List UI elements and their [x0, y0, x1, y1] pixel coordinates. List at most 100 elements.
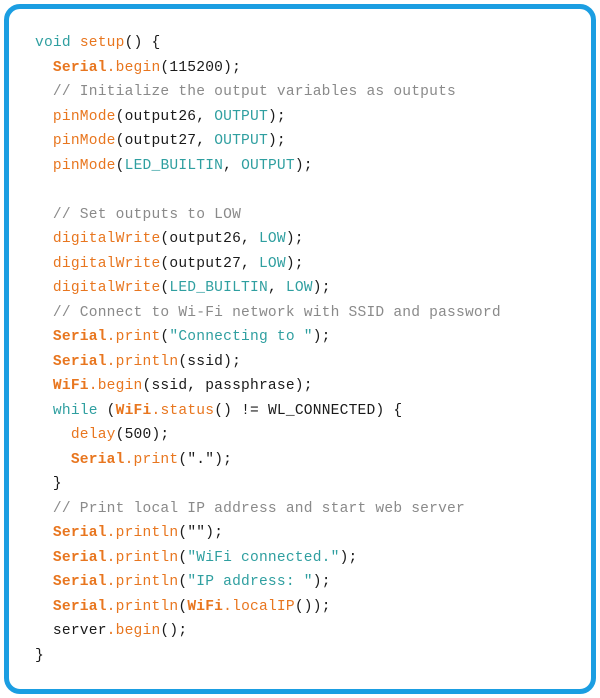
- code-token-comment: // Print local IP address and start web …: [52, 500, 465, 517]
- code-token-plain: [35, 378, 53, 394]
- code-token-plain: (: [178, 598, 188, 615]
- code-token-func: digitalWrite: [52, 255, 161, 272]
- code-token-object: Serial: [52, 353, 107, 370]
- code-token-object: Serial: [52, 549, 107, 566]
- code-token-plain: (output26,: [160, 231, 259, 247]
- code-listing: void setup() { Serial.begin(115200); // …: [9, 9, 591, 678]
- code-line: // Set outputs to LOW: [35, 203, 581, 228]
- code-line: Serial.println("WiFi connected.");: [35, 546, 581, 571]
- code-token-plain: [35, 84, 53, 100]
- code-token-plain: (500);: [115, 427, 170, 443]
- code-token-plain: );: [312, 329, 331, 345]
- code-token-object: Serial: [52, 59, 107, 76]
- code-token-object: WiFi: [115, 402, 152, 419]
- code-token-plain: );: [205, 525, 224, 541]
- code-token-plain: [35, 452, 71, 468]
- code-token-object: Serial: [52, 525, 107, 541]
- code-token-plain: [35, 60, 53, 76]
- code-token-plain: );: [267, 133, 286, 149]
- code-token-plain: [35, 403, 53, 419]
- code-token-plain: ,: [267, 280, 286, 296]
- code-line: Serial.println("");: [35, 521, 581, 546]
- code-token-object: Serial: [52, 329, 107, 345]
- code-token-plain: () != WL_CONNECTED) {: [214, 402, 403, 419]
- code-line: digitalWrite(LED_BUILTIN, LOW);: [35, 276, 581, 301]
- code-token-func: pinMode: [52, 133, 116, 149]
- code-line: // Print local IP address and start web …: [35, 497, 581, 522]
- code-line: pinMode(output26, OUTPUT);: [35, 105, 581, 130]
- code-token-plain: [35, 305, 53, 321]
- code-token-plain: (ssid, passphrase);: [142, 378, 313, 394]
- code-line: }: [35, 472, 581, 497]
- code-token-plain: (: [97, 402, 116, 419]
- code-line: }: [35, 644, 581, 669]
- code-line: Serial.println("IP address: ");: [35, 570, 581, 595]
- code-token-object: WiFi: [187, 598, 224, 615]
- code-token-plain: );: [285, 255, 304, 272]
- code-token-method: .begin: [106, 623, 161, 639]
- code-snippet-card: void setup() { Serial.begin(115200); // …: [4, 4, 596, 694]
- code-token-method: .println: [106, 525, 179, 541]
- code-line: [35, 178, 581, 203]
- code-line: digitalWrite(output27, LOW);: [35, 252, 581, 277]
- code-token-plain: [35, 256, 53, 272]
- code-token-method: .begin: [88, 378, 143, 394]
- code-token-const: LOW: [258, 255, 286, 272]
- code-token-comment: // Connect to Wi-Fi network with SSID an…: [52, 304, 501, 321]
- code-token-plain: (: [160, 280, 170, 296]
- code-token-string: "Connecting to ": [169, 329, 313, 345]
- code-token-plain: ();: [160, 623, 188, 639]
- code-token-func: digitalWrite: [52, 280, 161, 296]
- code-line: Serial.println(WiFi.localIP());: [35, 595, 581, 620]
- code-token-string: "IP address: ": [187, 574, 313, 590]
- code-line: Serial.print(".");: [35, 448, 581, 473]
- code-token-plain: () {: [124, 35, 161, 51]
- code-token-keyword: void: [35, 35, 71, 51]
- code-token-method: .println: [106, 598, 179, 615]
- code-token-func: setup: [79, 35, 125, 51]
- code-token-plain: (: [178, 525, 188, 541]
- code-line: // Initialize the output variables as ou…: [35, 80, 581, 105]
- code-token-method: .localIP: [223, 598, 295, 615]
- code-token-string-dark: "": [187, 525, 206, 541]
- code-token-plain: [35, 354, 53, 370]
- code-line: Serial.print("Connecting to ");: [35, 325, 581, 350]
- code-token-method: .print: [124, 451, 179, 468]
- code-token-const: LED_BUILTIN: [124, 157, 224, 174]
- code-token-plain: [35, 550, 53, 566]
- code-token-string: "WiFi connected.": [187, 549, 340, 566]
- code-token-plain: ());: [294, 598, 331, 615]
- code-token-plain: [35, 109, 53, 125]
- code-token-plain: [35, 158, 53, 174]
- code-token-func: pinMode: [52, 157, 116, 174]
- code-token-method: .print: [106, 329, 161, 345]
- code-token-const: OUTPUT: [214, 108, 268, 125]
- code-token-plain: (: [178, 549, 188, 566]
- code-token-const: OUTPUT: [214, 133, 268, 149]
- code-token-plain: (: [115, 157, 125, 174]
- code-token-const: OUTPUT: [241, 157, 295, 174]
- code-token-plain: (output27,: [115, 133, 215, 149]
- code-line: Serial.println(ssid);: [35, 350, 581, 375]
- code-token-string-dark: ".": [187, 451, 215, 468]
- code-token-method: .println: [106, 353, 179, 370]
- code-token-plain: }: [35, 647, 44, 664]
- code-line: while (WiFi.status() != WL_CONNECTED) {: [35, 399, 581, 424]
- code-token-func: pinMode: [52, 108, 116, 125]
- code-token-plain: );: [267, 108, 286, 125]
- code-line: Serial.begin(115200);: [35, 56, 581, 81]
- code-token-plain: server: [35, 623, 107, 639]
- code-line: pinMode(output27, OUTPUT);: [35, 129, 581, 154]
- code-token-method: .begin: [106, 59, 161, 76]
- code-line: pinMode(LED_BUILTIN, OUTPUT);: [35, 154, 581, 179]
- code-token-func: digitalWrite: [52, 231, 161, 247]
- code-token-plain: [35, 599, 53, 615]
- code-token-plain: );: [312, 574, 331, 590]
- code-token-func: delay: [70, 427, 116, 443]
- code-line: server.begin();: [35, 619, 581, 644]
- code-token-plain: [35, 329, 53, 345]
- code-token-const: LOW: [285, 280, 313, 296]
- code-token-plain: [35, 207, 53, 223]
- code-token-const: LOW: [258, 231, 286, 247]
- code-token-object: WiFi: [52, 378, 89, 394]
